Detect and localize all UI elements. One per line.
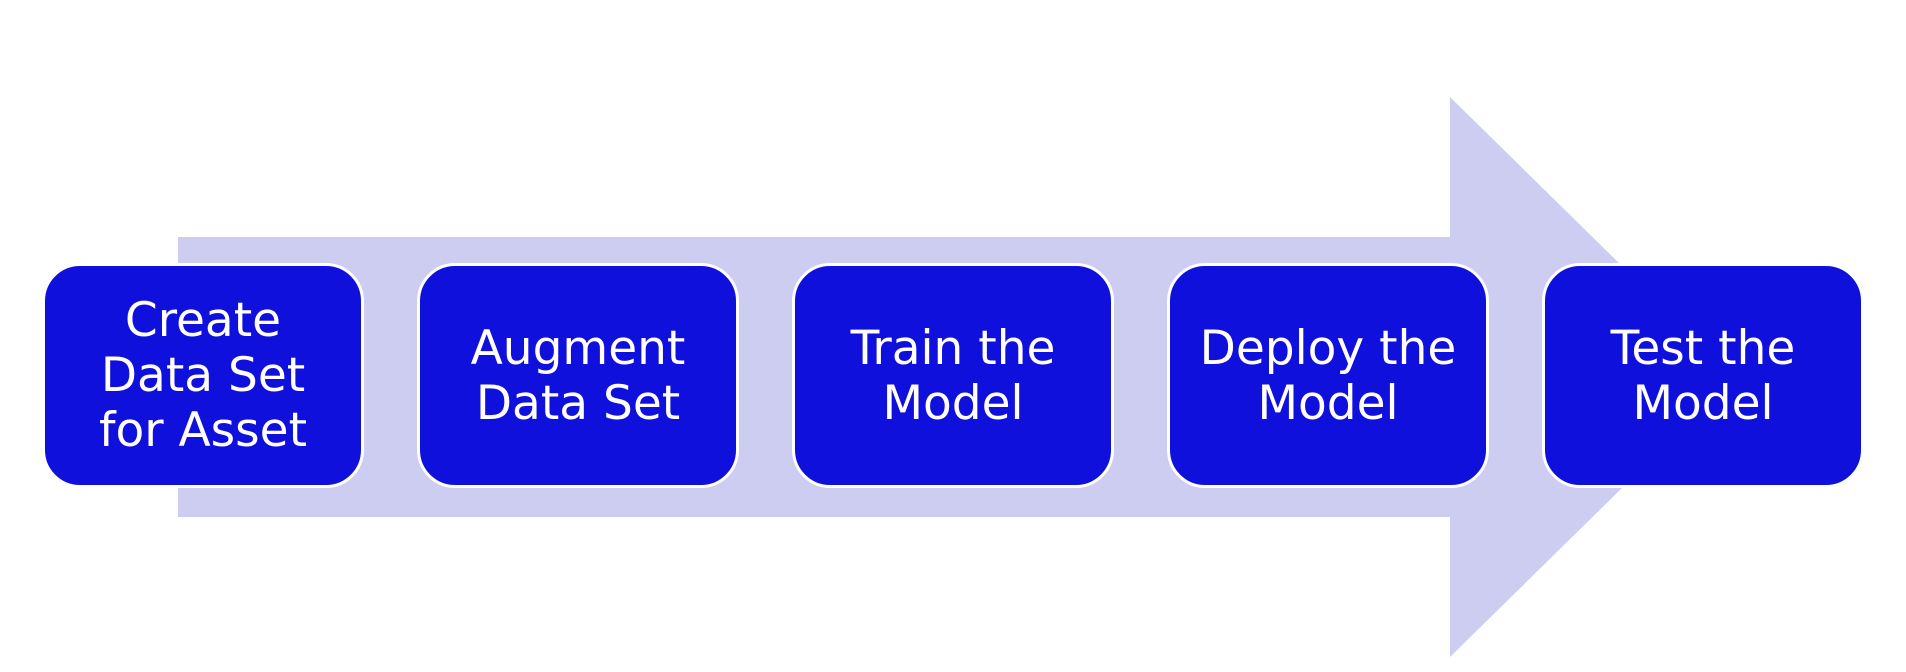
step-label: Deploy the Model [1199, 320, 1457, 431]
step-label: Train the Model [850, 320, 1056, 431]
step-train-model: Train the Model [792, 263, 1114, 488]
step-label: Create Data Set for Asset [98, 293, 308, 458]
step-augment-data-set: Augment Data Set [417, 263, 739, 488]
step-test-model: Test the Model [1542, 263, 1864, 488]
step-label: Augment Data Set [470, 320, 686, 431]
step-deploy-model: Deploy the Model [1167, 263, 1489, 488]
step-create-data-set: Create Data Set for Asset [42, 263, 364, 488]
step-label: Test the Model [1610, 320, 1796, 431]
